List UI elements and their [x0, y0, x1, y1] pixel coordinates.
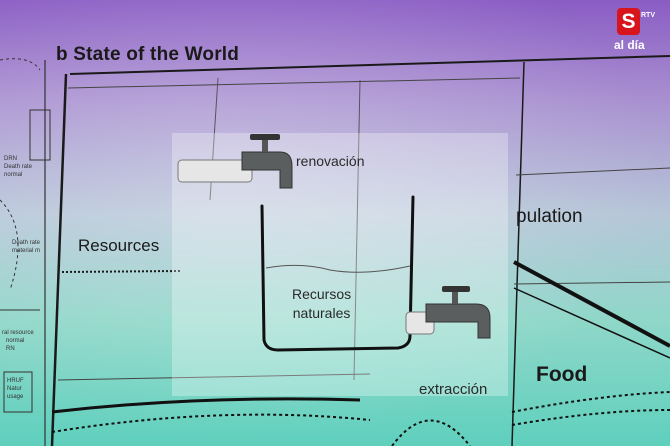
side-note-rn: RN [6, 346, 15, 352]
faucet-bottom [405, 286, 491, 339]
side-note-death-rate-2: Death rate [12, 240, 41, 246]
salamanca-rtv-logo: S RTV al día [612, 6, 660, 54]
side-note-material: material m [12, 248, 41, 254]
side-note-normal: normal [4, 172, 23, 178]
recursos-line-1: Recursos [292, 286, 352, 302]
side-note-natur: Natur [7, 386, 22, 392]
side-note-death-rate: Death rate [4, 164, 33, 170]
side-note-hruf: HRUF [7, 378, 24, 384]
renovacion-label: renovación [296, 153, 365, 169]
logo-rtv: RTV [641, 12, 655, 19]
food-label: Food [536, 363, 588, 386]
slide-title: b State of the World [56, 44, 240, 65]
logo-letter: S [617, 8, 640, 35]
side-note-drn: DRN [4, 156, 17, 162]
side-note-normal-2: normal [6, 338, 25, 344]
logo-aldia: al día [614, 38, 645, 52]
resources-label: Resources [78, 236, 160, 255]
left-diagram [0, 58, 51, 446]
population-label: pulation [516, 206, 583, 227]
side-note-usage: usage [7, 394, 24, 400]
inset-panel [172, 133, 508, 396]
chart-curves [51, 260, 670, 446]
recursos-naturales-label: Recursos naturales [292, 285, 351, 323]
side-note-resource: ral resource [2, 330, 34, 336]
extraccion-label: extracción [419, 381, 488, 398]
faucet-top [177, 134, 293, 189]
recursos-line-2: naturales [292, 305, 351, 321]
